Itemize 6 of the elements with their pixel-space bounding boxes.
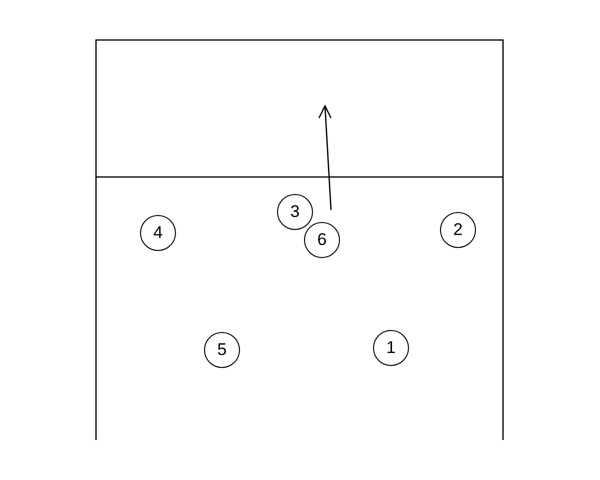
- player-circle: 1: [373, 330, 409, 366]
- player-circle: 2: [440, 212, 476, 248]
- player-circle: 5: [204, 332, 240, 368]
- player-circle: 6: [304, 222, 340, 258]
- player-circle: 4: [140, 215, 176, 251]
- player-circle: 3: [277, 194, 313, 230]
